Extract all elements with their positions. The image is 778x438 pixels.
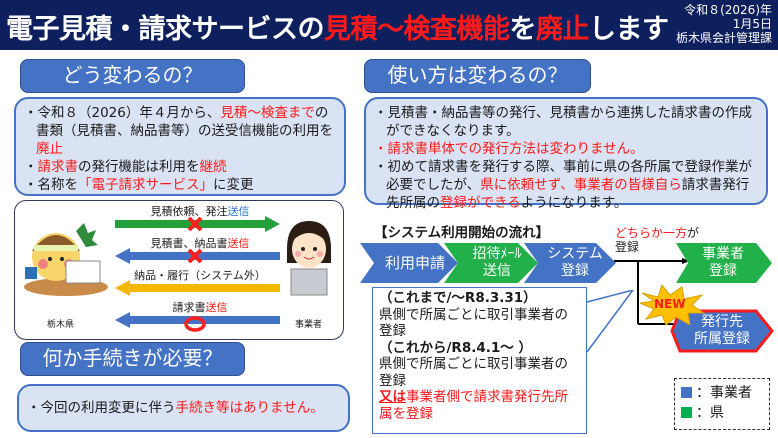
procedure-box: ・今回の利用変更に伴う手続き等はありません。 (17, 384, 350, 432)
date-era: 令和８(2026)年 (684, 3, 772, 17)
page-title: 電子見積・請求サービスの見積〜検査機能を廃止します (6, 14, 669, 45)
option-business-register (676, 243, 772, 283)
flow-diagram: 栃木県 事業者 見積依頼、発注送信 見積書、納品書送信 納品・履行（システム外）… (14, 200, 344, 340)
date-day: 1月5日 (732, 17, 772, 31)
business-person-illustration (287, 221, 331, 296)
arrow-label-quote-request: 見積依頼、発注送信 (150, 205, 250, 218)
page-header: 電子見積・請求サービスの見積〜検査機能を廃止します 令和８(2026)年 1月5… (0, 0, 778, 50)
green-square-icon (681, 407, 692, 418)
arrow-left-yellow (115, 280, 280, 296)
flow-title: 【システム利用開始の流れ】 (374, 225, 550, 241)
arrow-label-invoice: 請求書送信 (172, 301, 228, 314)
section-heading-procedure: 何か手続きが必要？ (20, 342, 245, 376)
flow-chevrons (360, 243, 616, 283)
changes-box: ・令和８（2026）年４月から、見積〜検査までの書類（見積書、納品書等）の送受信… (14, 97, 346, 196)
step-invite-mail: 招待ﾒｰﾙ送信 (472, 246, 522, 279)
either-label: どちらか一方が 登録 (615, 226, 700, 254)
mascot-illustration (24, 223, 108, 296)
blue-square-icon (681, 387, 692, 398)
section-heading-changes: どう変わるの？ (20, 59, 245, 93)
arrow-label-delivery: 納品・履行（システム外） (134, 269, 266, 282)
step-apply: 利用申請 (384, 253, 445, 272)
header-meta: 令和８(2026)年 1月5日 栃木県会計管理課 (676, 3, 772, 45)
callout-pointer (586, 290, 634, 353)
new-badge-icon (640, 285, 706, 325)
arrow-left-blue-1 (115, 248, 280, 264)
color-legend: ：事業者 ：県 (674, 378, 770, 430)
option-department-label: 発行先所属登録 (694, 314, 750, 347)
section-heading-usage: 使い方は変わるの？ (364, 59, 591, 93)
arrow-left-blue-2 (115, 312, 280, 332)
option-business-label: 事業者登録 (702, 246, 744, 279)
step-system-register: システム登録 (547, 246, 603, 279)
prefecture-label: 栃木県 (47, 320, 75, 330)
registration-callout: （これまで/〜R8.3.31） 県側で所属ごとに取引事業者の登録 （これから/R… (372, 287, 587, 434)
department: 栃木県会計管理課 (675, 31, 772, 45)
arrow-label-quote-delivery: 見積書、納品書送信 (150, 237, 250, 250)
legend-business: ：事業者 (681, 383, 763, 403)
option-department-register (670, 309, 774, 353)
business-label: 事業者 (295, 320, 323, 330)
usage-box: ・見積書・納品書等の発行、見積書から連携した請求書の作成ができなくなります。 ・… (364, 97, 768, 211)
arrow-right-green (115, 216, 280, 232)
legend-prefecture: ：県 (681, 403, 763, 423)
new-badge-text: NEW (654, 297, 686, 311)
